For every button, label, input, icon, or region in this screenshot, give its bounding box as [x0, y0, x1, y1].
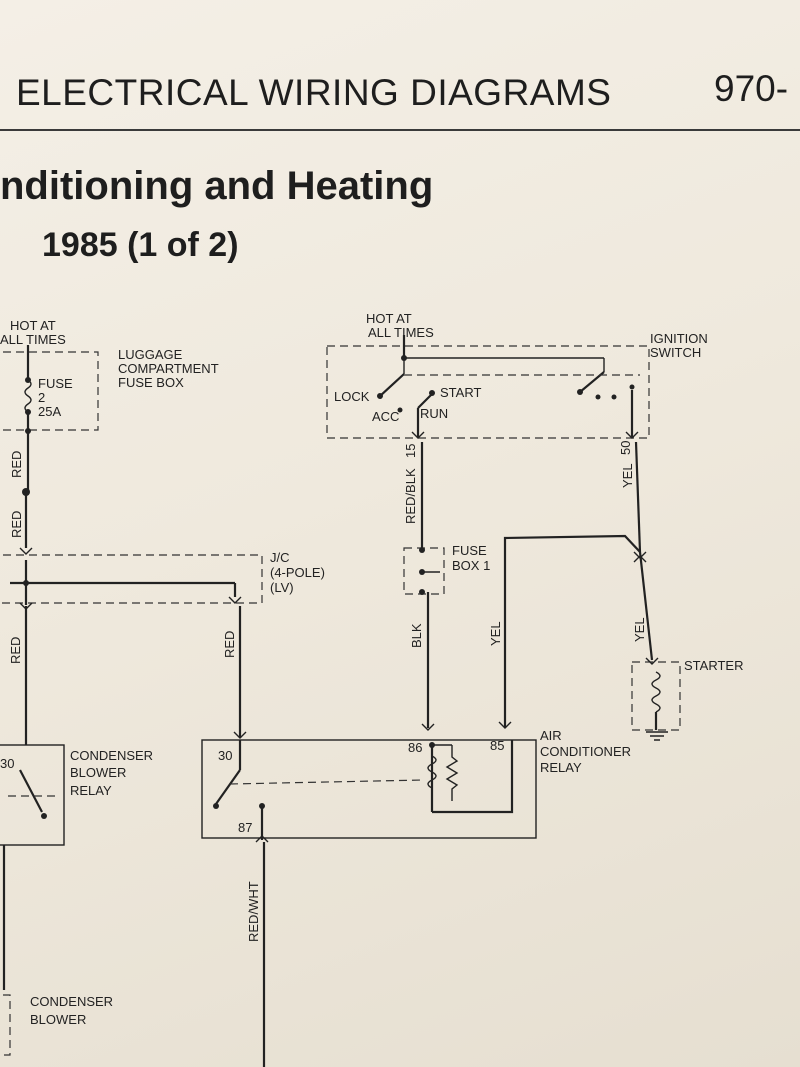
label-hot-mid-2: ALL TIMES [368, 325, 434, 340]
node [25, 377, 31, 383]
node [419, 589, 425, 595]
terminal-30-left: 30 [0, 756, 14, 771]
air-conditioner-relay-box [201, 739, 537, 839]
label-acc: ACC [372, 409, 399, 424]
relay-contact-left [19, 769, 43, 813]
wire-label-blk: BLK [409, 623, 424, 648]
node [611, 394, 617, 400]
relay-coil [427, 755, 437, 789]
label-ignition-2: SWITCH [650, 345, 701, 360]
ignition-switch-outline [326, 345, 650, 439]
label-lock: LOCK [334, 389, 370, 404]
node [213, 803, 219, 809]
switch-blade-lock [379, 373, 405, 397]
node [23, 580, 29, 586]
label-luggage-3: FUSE BOX [118, 375, 184, 390]
terminal-86: 86 [408, 740, 422, 755]
section-subtitle: 1985 (1 of 2) [42, 226, 239, 264]
label-luggage-1: LUGGAGE [118, 347, 183, 362]
label-fuse-amp: 25A [38, 404, 61, 419]
wire-label-red-blk: RED/BLK [403, 468, 418, 524]
terminal-85: 85 [490, 738, 504, 753]
connector-arrow [255, 835, 269, 843]
connector-arrow [228, 596, 242, 604]
relay-coil-return [432, 740, 514, 814]
node [377, 393, 383, 399]
label-cond-blower-2: BLOWER [30, 1012, 86, 1027]
node [629, 384, 635, 390]
terminal-15: 15 [403, 444, 418, 458]
header-rule [0, 129, 800, 131]
wire-label-yel-a: YEL [488, 621, 503, 646]
node [429, 390, 435, 396]
wire-yel-50 [634, 441, 642, 553]
label-fuse: FUSE [38, 376, 73, 391]
label-cond-relay-2: BLOWER [70, 765, 126, 780]
label-starter: STARTER [684, 658, 743, 673]
label-fuse-num: 2 [38, 390, 45, 405]
label-ac-relay-2: CONDITIONER [540, 744, 631, 759]
relay-resistor [445, 745, 459, 801]
wire-label-red-a: RED [9, 451, 24, 478]
label-start: START [440, 385, 481, 400]
luggage-fuse-box-outline [0, 351, 99, 431]
wire-label-red-b: RED [9, 511, 24, 538]
ground-icon [646, 731, 668, 741]
connector-arrow [411, 431, 425, 439]
condenser-blower-outline [0, 994, 11, 1056]
label-run: RUN [420, 406, 448, 421]
node [419, 547, 425, 553]
wire-label-red-c: RED [8, 637, 23, 664]
node [577, 389, 583, 395]
label-cond-relay-1: CONDENSER [70, 748, 153, 763]
wire-label-yel-b: YEL [620, 463, 635, 488]
label-jc-2: (4-POLE) [270, 565, 325, 580]
connector-arrow [645, 657, 659, 665]
connector-arrow [233, 731, 247, 739]
label-hot-left-1: HOT AT [10, 318, 56, 333]
header-page-ref: 970- [714, 68, 789, 109]
label-ignition-1: IGNITION [650, 331, 708, 346]
node [25, 428, 31, 434]
label-jc-1: J/C [270, 550, 290, 565]
terminal-30: 30 [218, 748, 232, 763]
wire-yel-to-relay-85 [503, 534, 641, 728]
junction-connector-outline [0, 554, 263, 604]
label-ac-relay-1: AIR [540, 728, 562, 743]
node [25, 409, 31, 415]
connector-arrows [633, 551, 647, 563]
wire-yel-to-starter [638, 551, 654, 661]
starter-coil [651, 671, 661, 713]
wire-label-red-wht: RED/WHT [246, 881, 261, 942]
label-hot-mid-1: HOT AT [366, 311, 412, 326]
label-cond-relay-3: RELAY [70, 783, 112, 798]
label-ac-relay-3: RELAY [540, 760, 582, 775]
header-title: ELECTRICAL WIRING DIAGRAMS [16, 72, 612, 113]
label-fusebox1-2: BOX 1 [452, 558, 490, 573]
relay-contact [215, 769, 241, 805]
starter-outline [631, 661, 681, 731]
switch-blade-run [417, 393, 433, 409]
relay-linkage [229, 779, 425, 785]
label-hot-left-2: ALL TIMES [0, 332, 66, 347]
condenser-blower-relay-box [0, 744, 65, 846]
connector-arrow [498, 721, 512, 729]
node [595, 394, 601, 400]
terminal-50: 50 [618, 441, 633, 455]
wire-label-yel-c: YEL [632, 617, 647, 642]
label-luggage-2: COMPARTMENT [118, 361, 219, 376]
label-fusebox1-1: FUSE [452, 543, 487, 558]
terminal-87: 87 [238, 820, 252, 835]
node [41, 813, 47, 819]
connector-arrow [625, 431, 639, 439]
wire-label-red-d: RED [222, 631, 237, 658]
fuse-2-symbol [24, 379, 32, 413]
connector-arrow [421, 723, 435, 731]
label-cond-blower-1: CONDENSER [30, 994, 113, 1009]
node [397, 407, 403, 413]
section-title: nditioning and Heating [0, 164, 434, 208]
label-jc-3: (LV) [270, 580, 294, 595]
